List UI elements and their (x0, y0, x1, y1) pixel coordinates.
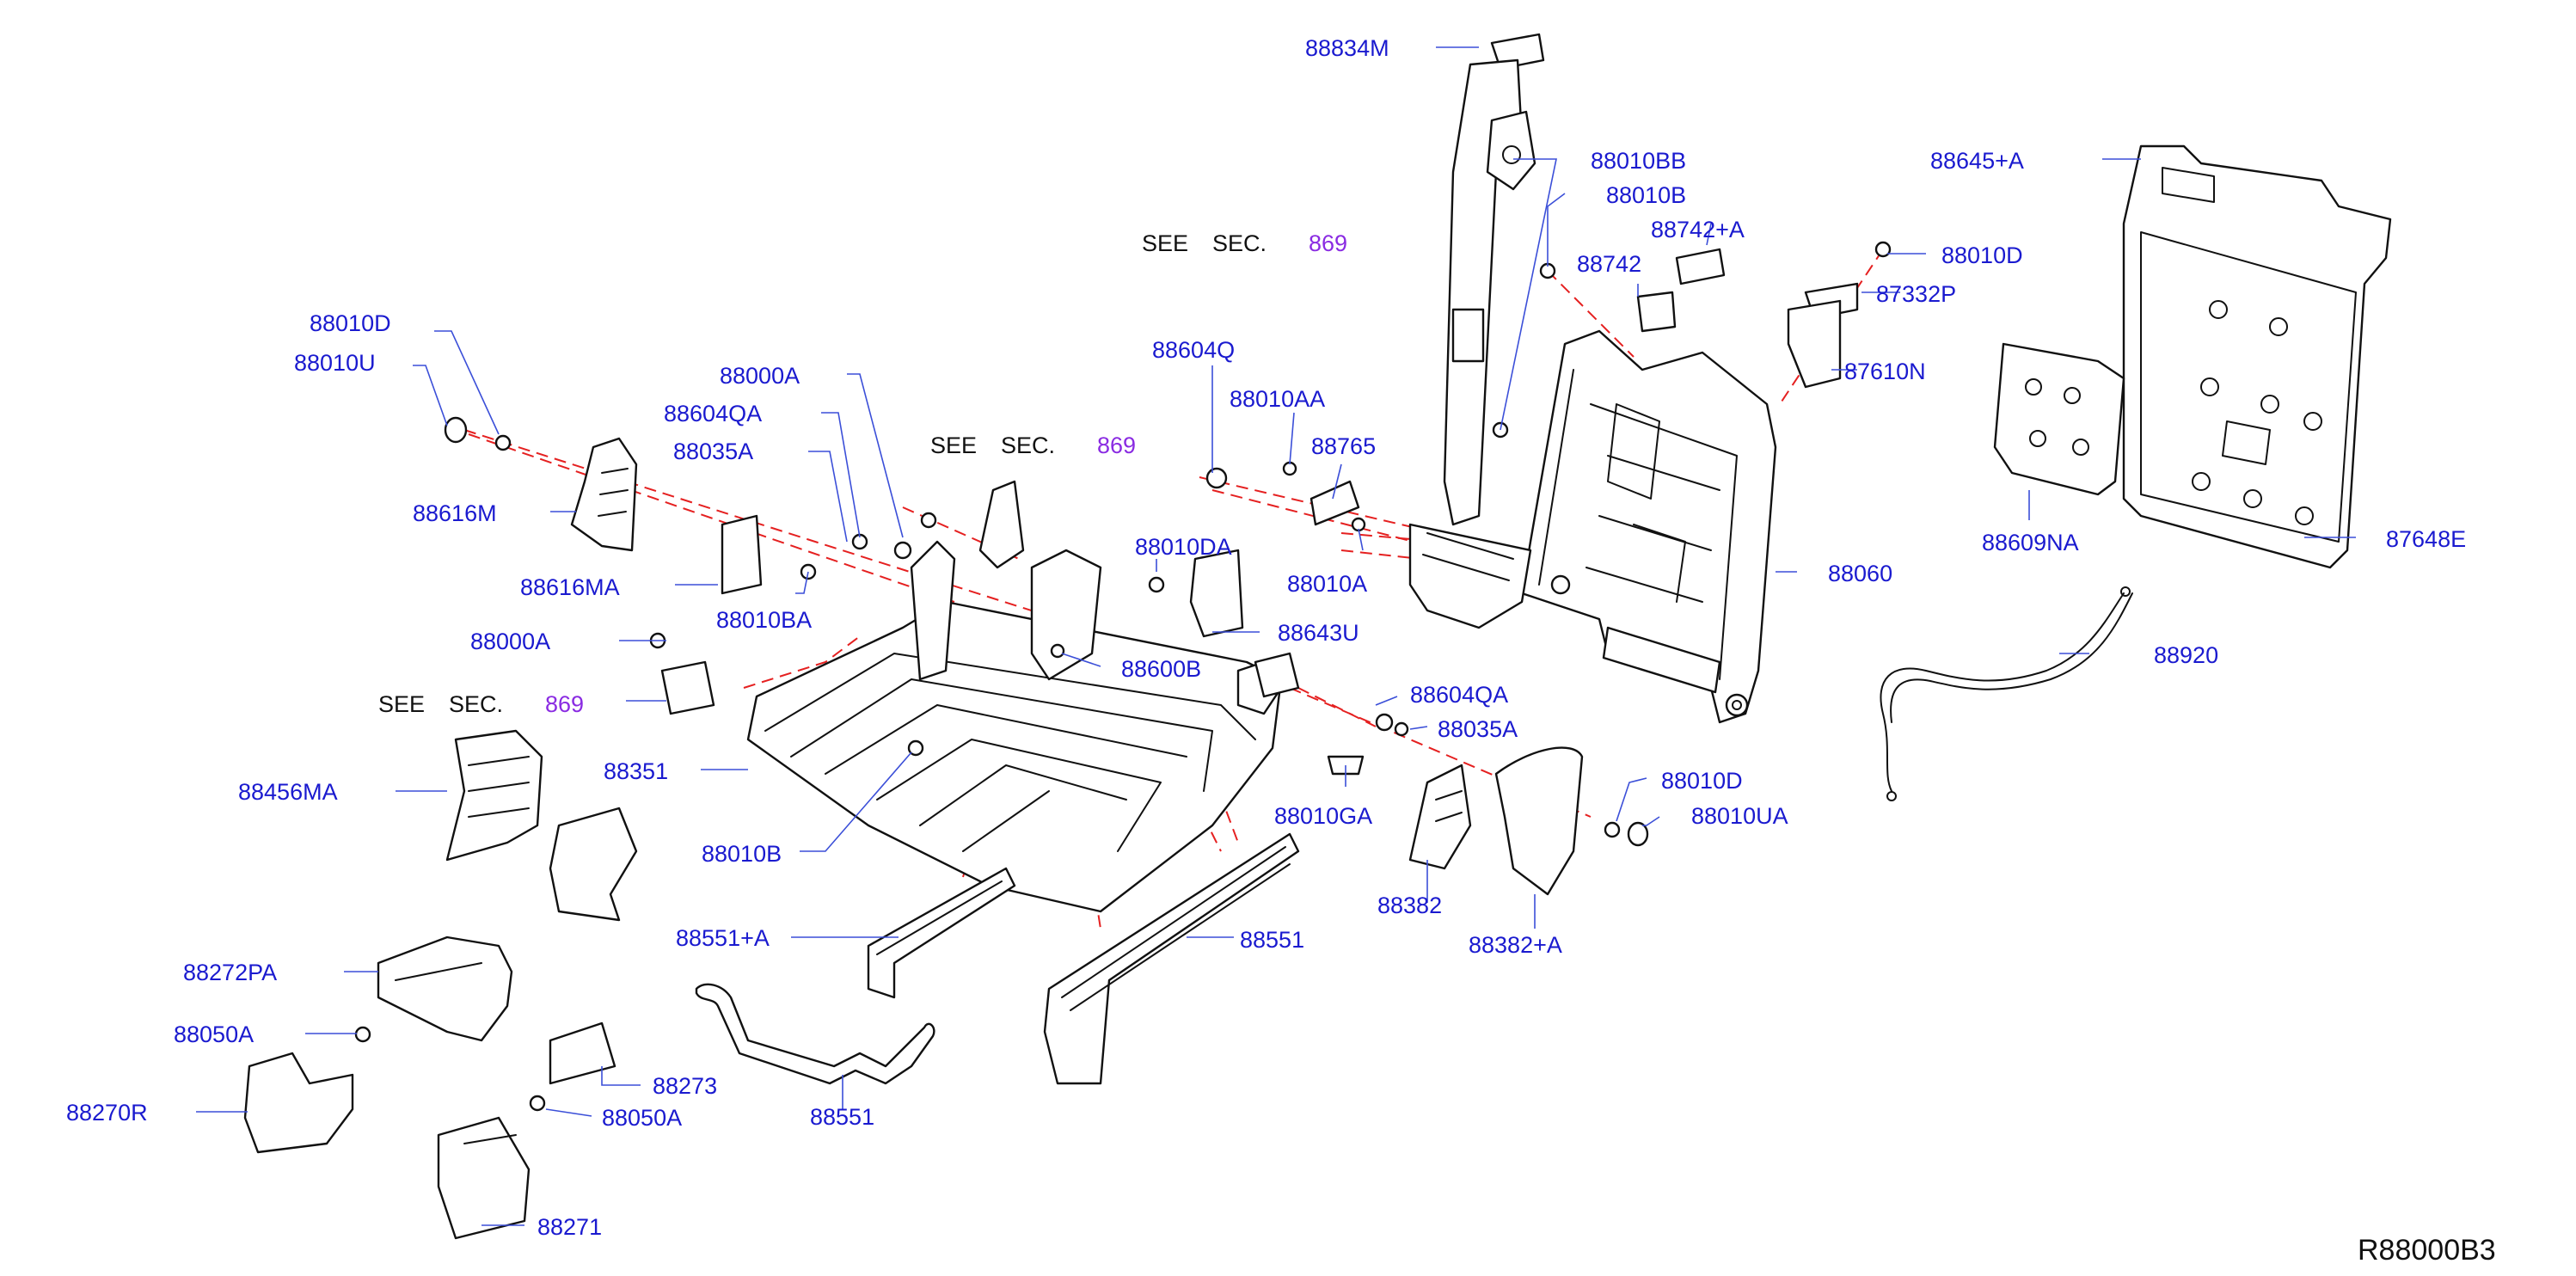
part-label: 88010BB (1591, 148, 1686, 174)
part-label: 88604Q (1152, 337, 1235, 363)
part-label: 88604QA (1410, 682, 1508, 708)
part-label: 88010UA (1691, 803, 1788, 829)
part-label: 88616M (413, 500, 497, 526)
part-label: 88000A (720, 363, 800, 389)
part-label: 88010B (1606, 182, 1686, 208)
part-label: 88270R (66, 1100, 148, 1126)
seat-cushion-frame (746, 540, 1283, 913)
part-label: 88920 (2154, 642, 2218, 668)
part-label: 88551 (810, 1104, 874, 1130)
trim-covers (445, 437, 1584, 922)
slide-rails (695, 832, 1300, 1085)
part-label: 88765 (1311, 433, 1376, 459)
part-label: 87648E (2386, 526, 2466, 552)
part-labels: 88834M 88010BB 88010B 88742+A 88742 8864… (66, 35, 2466, 1240)
part-label: 88010GA (1274, 803, 1372, 829)
part-label: 88643U (1278, 620, 1359, 646)
part-label: 88010DA (1135, 534, 1232, 560)
diagram-code: R88000B3 (2358, 1234, 2496, 1267)
sec-text: SEC. (1212, 230, 1267, 256)
part-label: 88834M (1305, 35, 1389, 61)
part-label: 88645+A (1930, 148, 2024, 174)
see-section-ref-1: SEE SEC. 869 (1142, 230, 1347, 256)
part-label: 88609NA (1982, 530, 2079, 555)
side-board (1993, 342, 2125, 496)
sec-text: SEC. (449, 691, 503, 717)
part-label: 88000A (470, 629, 550, 654)
part-label: 87610N (1844, 359, 1926, 384)
part-label: 88382+A (1469, 932, 1562, 958)
part-label: 88271 (537, 1214, 602, 1240)
part-label: 88060 (1828, 561, 1892, 586)
cable-88920 (1880, 586, 2133, 801)
sec-text: SEC. (1001, 432, 1055, 458)
see-text: SEE (930, 432, 977, 458)
part-label: 88010BA (716, 607, 812, 633)
see-text: SEE (378, 691, 425, 717)
sec-number: 869 (1097, 432, 1136, 458)
part-label: 88050A (174, 1021, 254, 1047)
part-label: 87332P (1876, 281, 1956, 307)
sec-number: 869 (545, 691, 584, 717)
see-section-ref-2: SEE SEC. 869 (930, 432, 1136, 458)
part-label: 88742 (1577, 251, 1641, 277)
see-section-ref-3: SEE SEC. 869 (378, 691, 584, 717)
lower-covers (243, 936, 616, 1240)
part-label: 88551+A (676, 925, 770, 951)
part-label: 88010D (310, 310, 391, 336)
see-text: SEE (1142, 230, 1188, 256)
sec-number: 869 (1309, 230, 1347, 256)
part-label: 88272PA (183, 960, 277, 985)
part-label: 88010B (702, 841, 782, 867)
part-label: 88273 (653, 1073, 717, 1099)
part-label: 88551 (1240, 927, 1304, 953)
part-label: 88742+A (1651, 217, 1745, 242)
part-label: 88382 (1377, 893, 1442, 918)
strap-88834M (1443, 33, 1545, 526)
part-label: 88010AA (1230, 386, 1325, 412)
upper-brackets (1309, 248, 1859, 526)
seat-back-frame (1408, 329, 1777, 724)
part-label: 88010D (1941, 242, 2023, 268)
part-label: 88010D (1661, 768, 1743, 794)
part-label: 88050A (602, 1105, 682, 1131)
part-label: 88600B (1121, 656, 1201, 682)
leader-lines (196, 46, 2356, 1226)
part-label: 88010U (294, 350, 376, 376)
part-label: 88351 (604, 758, 668, 784)
part-label: 88035A (1438, 716, 1518, 742)
part-label: 88010A (1287, 571, 1367, 597)
part-label: 88456MA (238, 779, 338, 805)
back-board (2122, 144, 2392, 569)
part-label: 88604QA (664, 401, 762, 426)
part-label: 88035A (673, 439, 753, 464)
part-label: 88616MA (520, 574, 620, 600)
